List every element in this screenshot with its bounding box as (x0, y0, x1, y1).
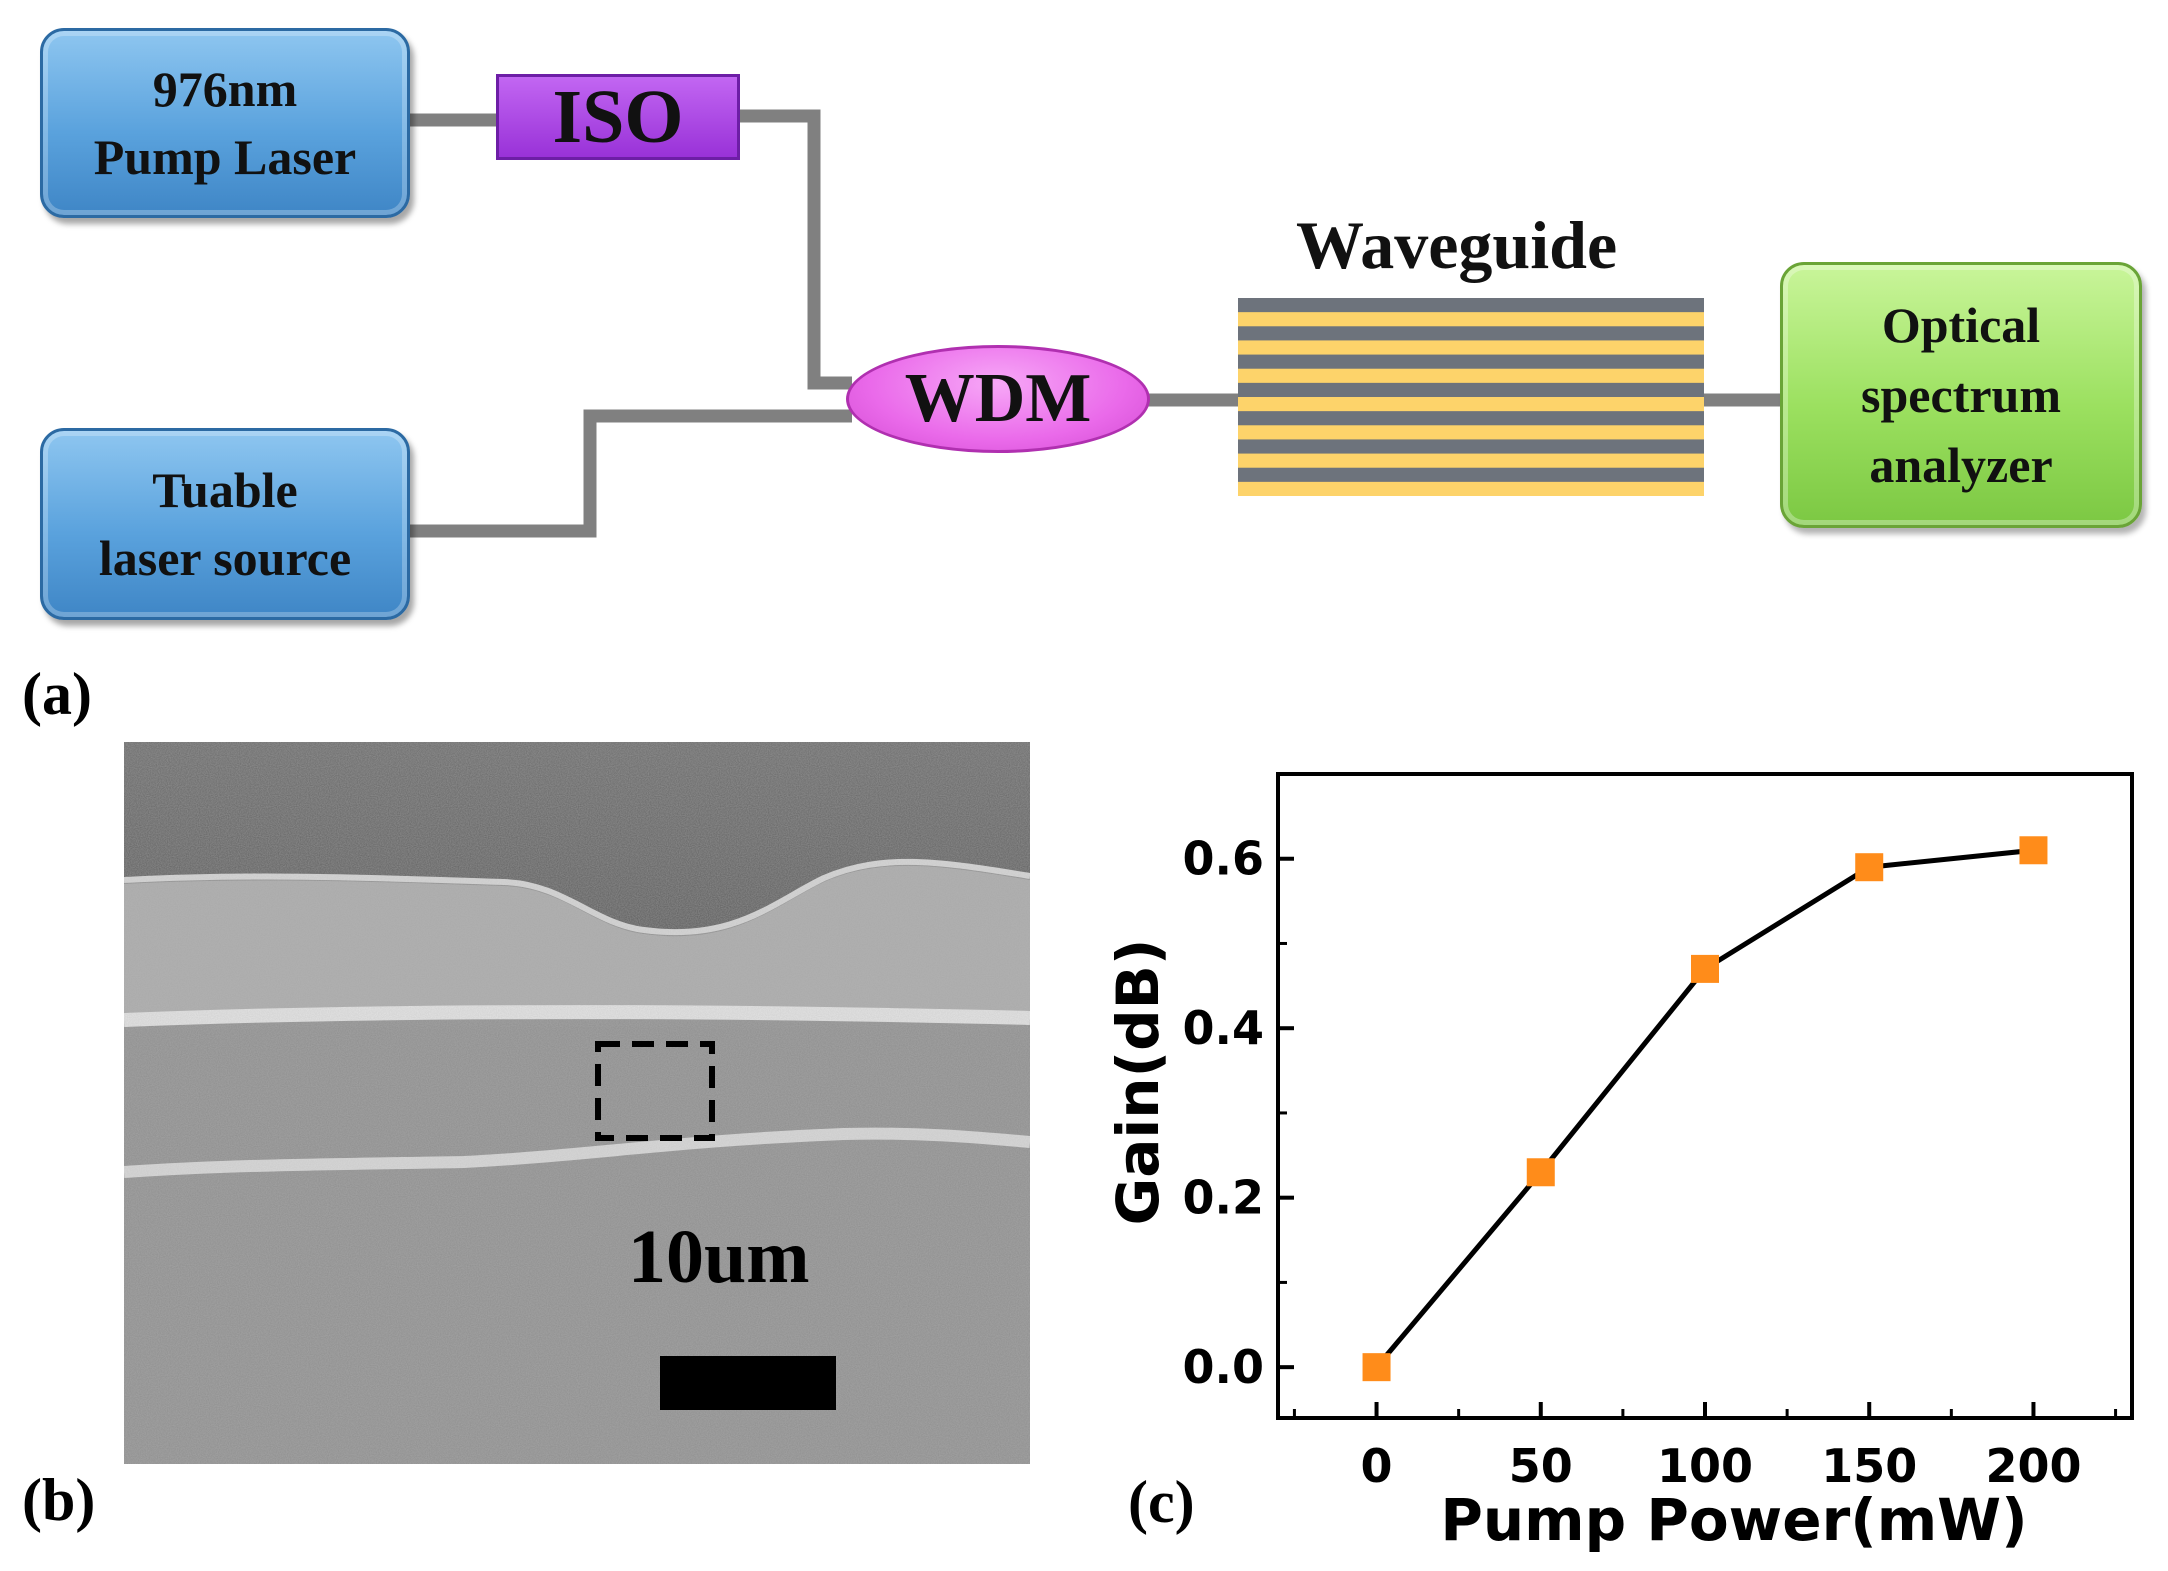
panel-a-label: (a) (22, 661, 92, 727)
gain-series-line (1374, 847, 2034, 1369)
waveguide-layer (1238, 382, 1704, 398)
waveguide-layer (1238, 312, 1704, 327)
gain-data-point (1855, 853, 1884, 882)
x-axis-label: Pump Power(mW) (1440, 1486, 2027, 1554)
waveguide-label: Waveguide (1296, 207, 1618, 283)
osa-line3: analyzer (1869, 437, 2053, 493)
x-tick-label: 200 (1985, 1439, 2081, 1493)
waveguide-layer (1238, 425, 1704, 440)
waveguide-layer (1238, 397, 1704, 412)
panel-c-label: (c) (1128, 1469, 1195, 1535)
wdm-coupler: WDM (846, 345, 1150, 453)
waveguide-stack (1238, 298, 1704, 496)
waveguide-layer (1238, 340, 1704, 356)
x-tick-label: 100 (1657, 1439, 1753, 1493)
sem-scale-bar (660, 1356, 836, 1410)
gain-data-point (1691, 954, 1719, 983)
tunable-source-line2: laser source (98, 530, 352, 586)
tunable-laser-source-box: Tuable laser source (40, 428, 410, 620)
gain-data-point (1526, 1158, 1555, 1187)
waveguide-layer (1238, 411, 1704, 426)
y-tick-label: 0.6 (1183, 832, 1265, 886)
waveguide-layer (1238, 354, 1704, 370)
y-tick-label: 0.4 (1183, 1001, 1265, 1055)
scale-bar-label: 10um (628, 1215, 810, 1299)
optical-spectrum-analyzer-box: Optical spectrum analyzer (1780, 262, 2142, 528)
waveguide-layer (1238, 453, 1704, 469)
waveguide-layer (1238, 368, 1704, 384)
pump-laser-line2: Pump Laser (93, 129, 357, 185)
x-tick-label: 0 (1361, 1439, 1393, 1493)
pump-laser-box: 976nm Pump Laser (40, 28, 410, 218)
wire-iso-to-wdm (738, 109, 852, 390)
osa-line2: spectrum (1861, 367, 2061, 423)
gain-data-point (1362, 1353, 1391, 1382)
chart-ticks: 0 50 100 150 200 0.0 0.2 0.4 0.6 (1183, 832, 2118, 1493)
x-tick-label: 150 (1821, 1439, 1917, 1493)
sem-micrograph (124, 742, 1030, 1464)
y-axis-label: Gain(dB) (1104, 939, 1172, 1226)
setup-wires (408, 109, 1780, 538)
waveguide-layer (1238, 439, 1704, 455)
isolator-box: ISO (496, 74, 740, 160)
wire-source-to-wdm (410, 409, 852, 538)
tunable-source-line1: Tuable (152, 462, 298, 518)
chart-axes (1276, 772, 2134, 1420)
osa-line1: Optical (1881, 297, 2041, 353)
waveguide-layer (1238, 326, 1704, 341)
chart-series (1362, 836, 2048, 1382)
waveguide-layer (1238, 298, 1704, 313)
waveguide-layer (1238, 467, 1704, 483)
x-tick-label: 50 (1509, 1439, 1573, 1493)
gain-data-point (2019, 836, 2048, 865)
y-tick-label: 0.2 (1183, 1171, 1265, 1225)
y-tick-label: 0.0 (1183, 1340, 1265, 1394)
panel-b-label: (b) (22, 1467, 96, 1533)
pump-laser-line1: 976nm (152, 61, 298, 117)
plot-frame (1276, 772, 2134, 1420)
waveguide-layer (1238, 481, 1704, 496)
